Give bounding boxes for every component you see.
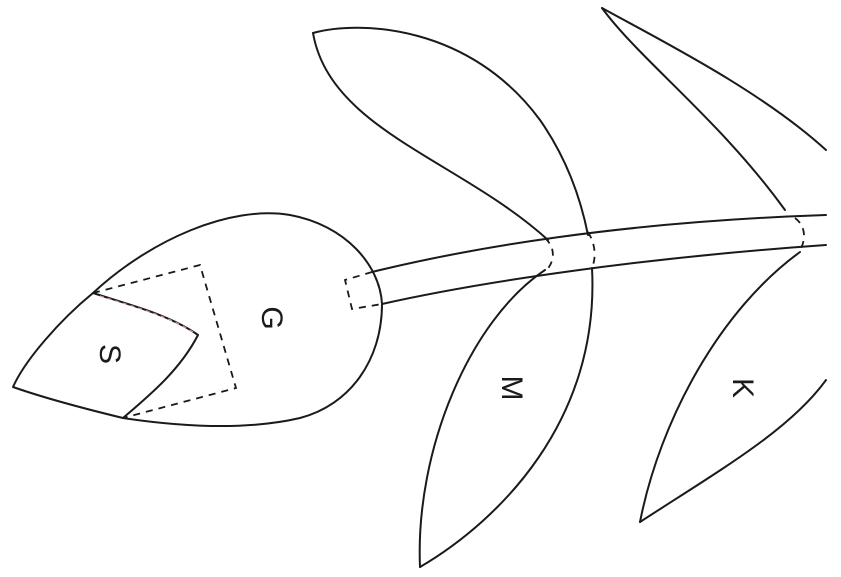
leaf-m-upper-inner-edge (313, 33, 548, 240)
tulip-body-outline (93, 213, 382, 426)
leaf-k-lower-inner-edge (640, 380, 826, 522)
stem-bottom-edge (382, 245, 826, 304)
piece-label-k: K (726, 378, 759, 398)
leaf-k-upper-outline (602, 8, 785, 210)
leaf-k-lower-outline (640, 252, 800, 522)
stem-top-edge (372, 215, 826, 272)
stem-seam-m (545, 238, 553, 272)
stem-seam-m2 (588, 232, 595, 268)
leaf-m-upper-outline (313, 28, 588, 235)
tip-underlay-dashed (93, 265, 236, 418)
piece-label-g: G (255, 306, 288, 329)
stem-seam-k (795, 218, 804, 250)
piece-label-m: M (495, 376, 528, 401)
tulip-tip-notch-accent (100, 296, 196, 334)
leaf-m-lower-inner-edge (420, 268, 592, 567)
leaf-k-upper-inner-edge (602, 8, 826, 150)
piece-label-s: S (93, 344, 126, 364)
